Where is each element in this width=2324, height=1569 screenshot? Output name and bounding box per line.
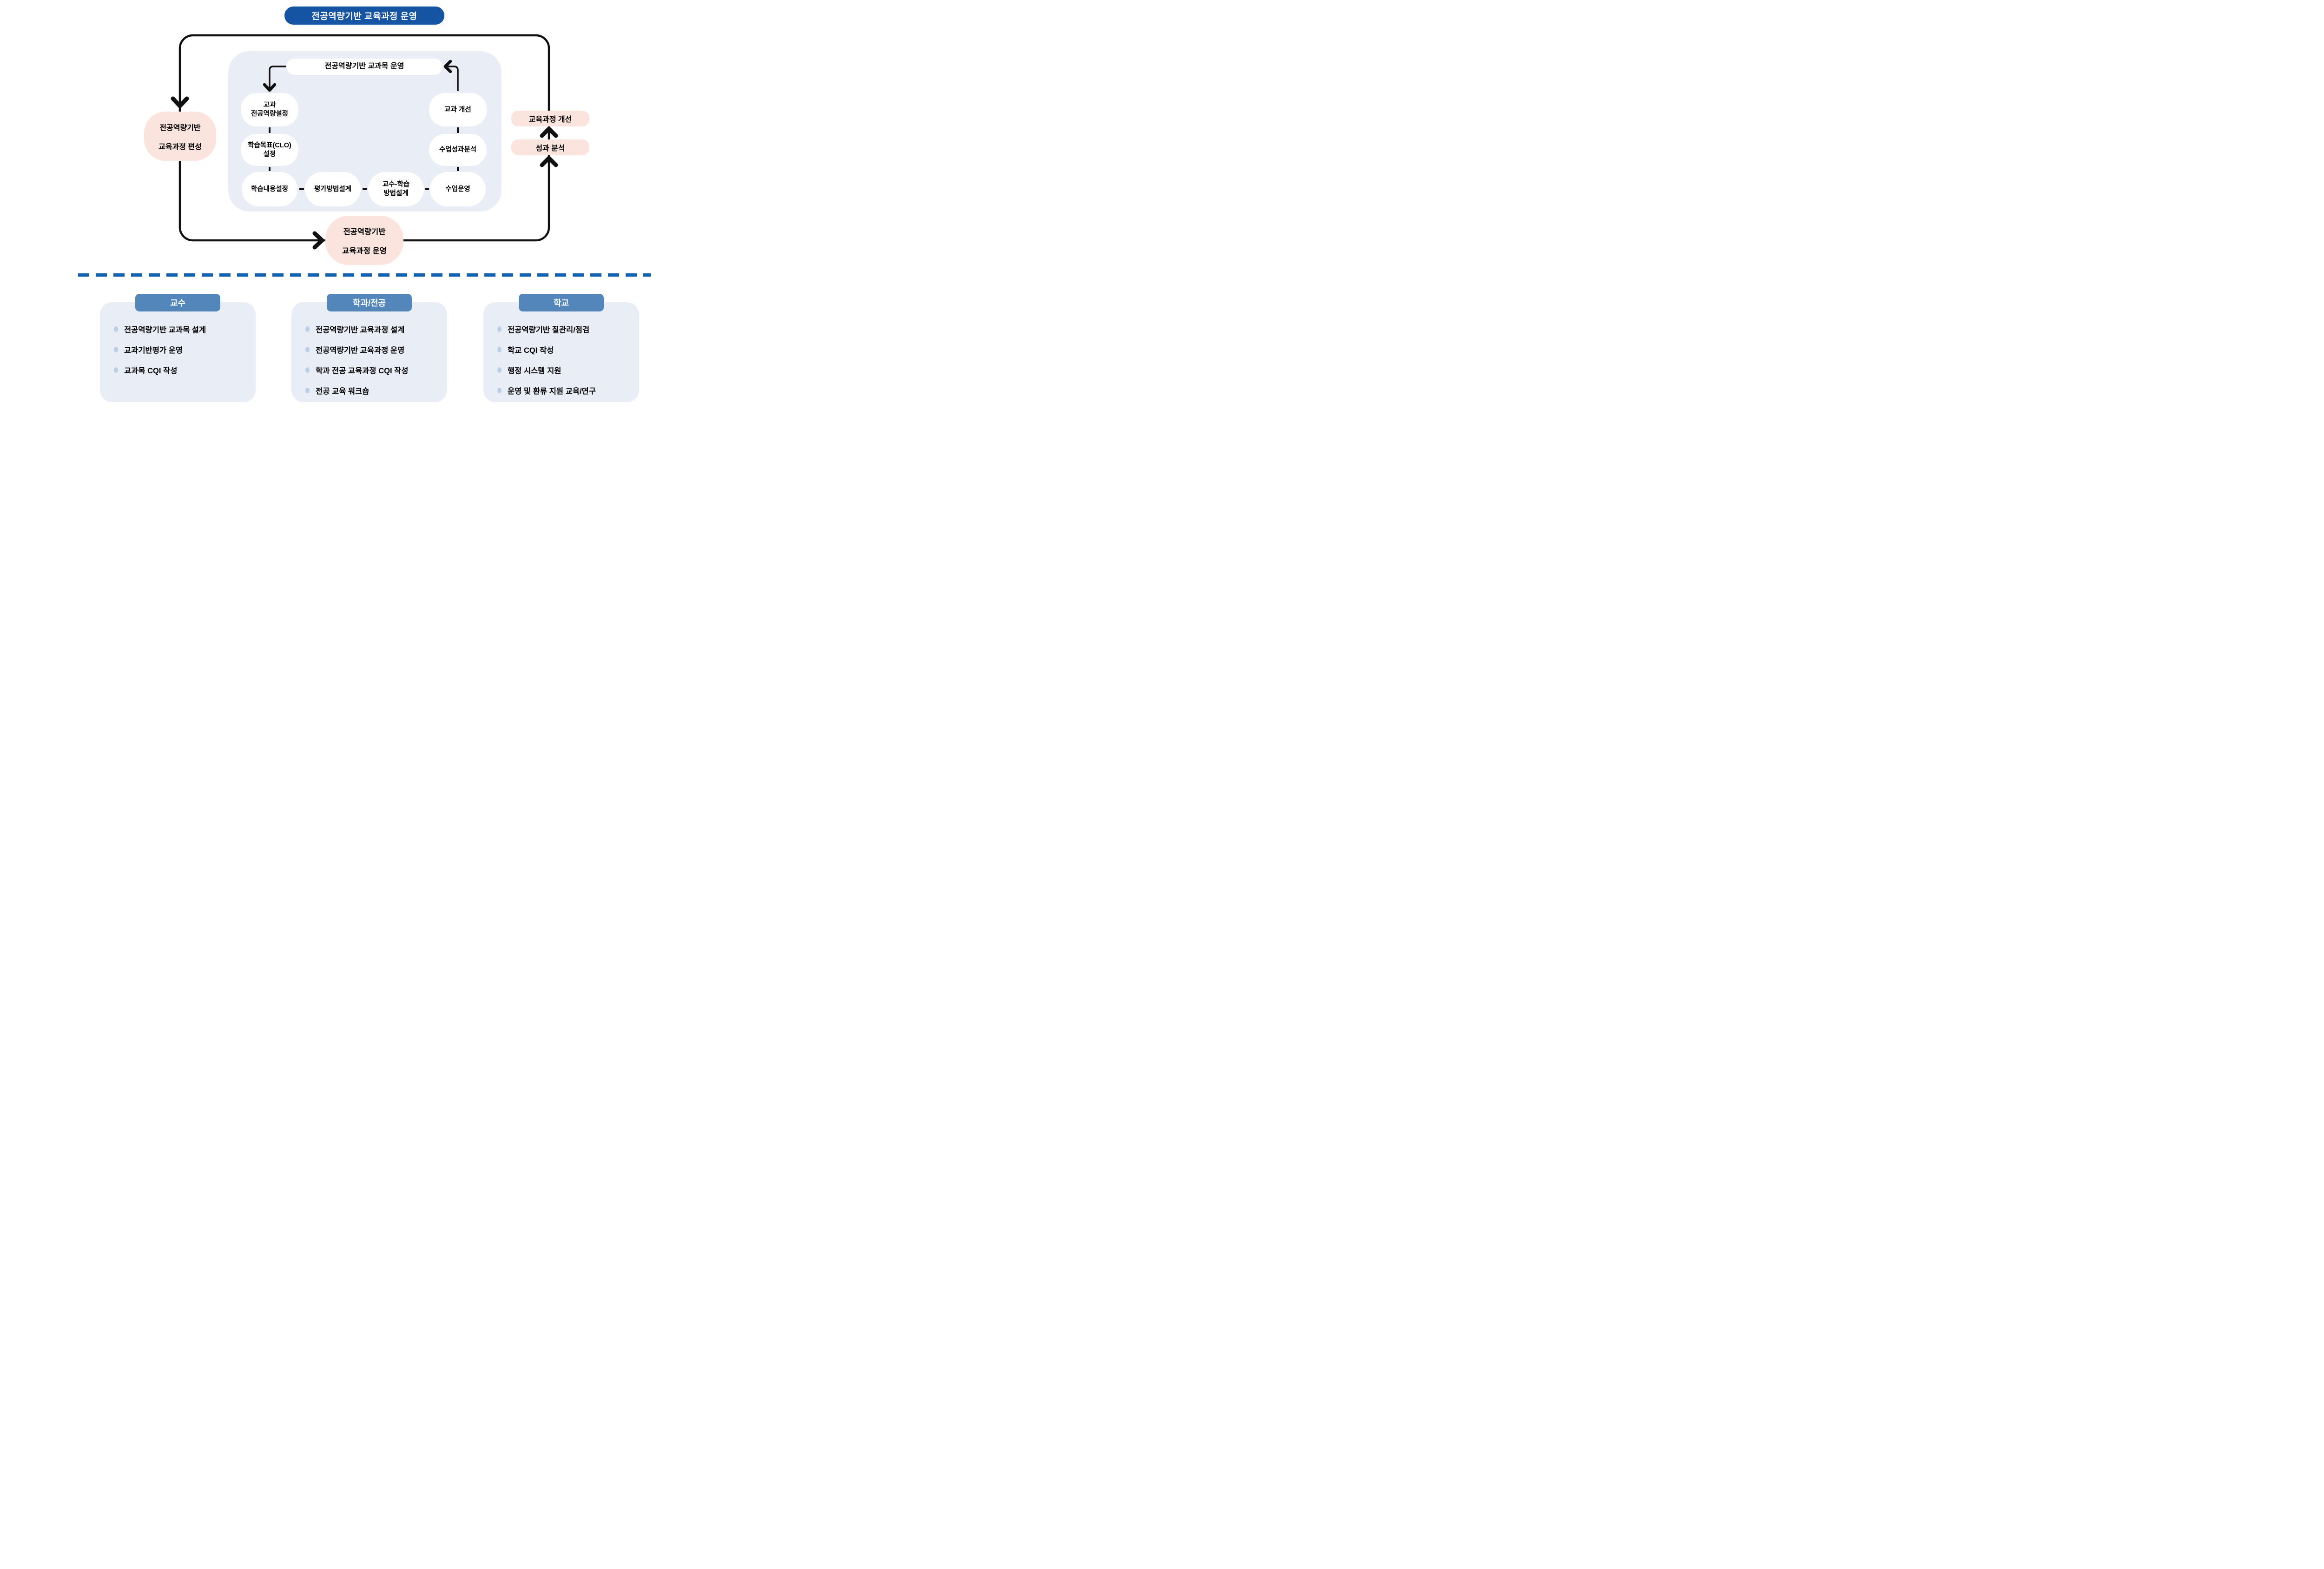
- list-item-label: 학과 전공 교육과정 CQI 작성: [316, 367, 409, 375]
- list-item: 전공역량기반 교육과정 설계: [305, 324, 439, 335]
- node-label: 전공역량설정: [251, 110, 289, 118]
- list-item: 전공역량기반 교과목 설계: [114, 324, 247, 335]
- node-assessment-design: 평가방법설계: [305, 172, 361, 206]
- card-header-professor: 교수: [135, 294, 220, 311]
- loop-label: 전공역량기반: [159, 124, 201, 132]
- loop-curriculum-operation: 전공역량기반 교육과정 운영: [325, 216, 403, 265]
- list-item: 학과 전공 교육과정 CQI 작성: [305, 364, 439, 376]
- list-item-label: 전공역량기반 질관리/점검: [508, 326, 590, 334]
- node-label: 교수-학습: [382, 181, 410, 189]
- list-item: 전공역량기반 질관리/점검: [497, 324, 631, 335]
- bullet-dot-icon: [114, 347, 118, 352]
- node-class-operation: 수업운영: [430, 172, 486, 206]
- list-item: 학교 CQI 작성: [497, 344, 631, 355]
- list-item-label: 전공역량기반 교과목 설계: [124, 326, 206, 334]
- node-label: 교과: [263, 101, 276, 109]
- loop-label: 전공역량기반: [343, 227, 386, 236]
- list-item: 행정 시스템 지원: [497, 364, 631, 376]
- list-item-label: 운영 및 환류 지원 교육/연구: [508, 387, 596, 396]
- list-item-label: 교과목 CQI 작성: [124, 367, 178, 375]
- bullet-dot-icon: [114, 326, 118, 332]
- card-professor-list: 전공역량기반 교과목 설계 교과기반평가 운영 교과목 CQI 작성: [100, 302, 256, 376]
- list-item-label: 학교 CQI 작성: [508, 346, 554, 355]
- bullet-dot-icon: [497, 367, 502, 373]
- list-item-label: 전공역량기반 교육과정 설계: [316, 326, 405, 334]
- loop-label: 교육과정 편성: [158, 143, 202, 151]
- list-item-label: 전공역량기반 교육과정 운영: [316, 346, 405, 355]
- node-outcome-analysis: 수업성과분석: [429, 134, 487, 166]
- node-course-operation-pill: 전공역량기반 교과목 운영: [286, 59, 442, 75]
- node-label: 학습목표(CLO): [248, 141, 291, 149]
- node-clo-setting: 학습목표(CLO) 설정: [241, 134, 298, 166]
- bullet-dot-icon: [305, 388, 310, 393]
- list-item: 교과기반평가 운영: [114, 344, 247, 355]
- section-divider: [78, 273, 651, 277]
- list-item: 운영 및 환류 지원 교육/연구: [497, 385, 631, 396]
- bullet-dot-icon: [497, 388, 502, 393]
- list-item: 교과목 CQI 작성: [114, 364, 247, 376]
- node-course-improvement: 교과 개선: [429, 93, 487, 126]
- card-school-list: 전공역량기반 질관리/점검 학교 CQI 작성 행정 시스템 지원 운영 및 환…: [483, 302, 639, 396]
- loop-label: 교육과정 운영: [342, 246, 387, 255]
- card-department-list: 전공역량기반 교육과정 설계 전공역량기반 교육과정 운영 학과 전공 교육과정…: [291, 302, 447, 396]
- node-learning-content: 학습내용설정: [242, 172, 297, 206]
- card-professor: 전공역량기반 교과목 설계 교과기반평가 운영 교과목 CQI 작성: [100, 302, 256, 402]
- list-item: 전공 교육 워크숍: [305, 385, 439, 396]
- diagram-canvas: 전공역량기반 교육과정 운영 전공역량기반 교과목 운영 교과 전공역량설정 학…: [0, 0, 729, 410]
- card-header-school: 학교: [519, 294, 604, 311]
- arrow-down-icon: [171, 96, 189, 108]
- node-label: 방법설계: [383, 190, 409, 197]
- node-label: 설정: [263, 150, 276, 158]
- arrow-up-icon: [540, 156, 558, 167]
- bullet-dot-icon: [114, 367, 118, 373]
- bullet-dot-icon: [305, 367, 310, 373]
- loop-outcome-analysis: 성과 분석: [511, 139, 589, 155]
- card-department: 전공역량기반 교육과정 설계 전공역량기반 교육과정 운영 학과 전공 교육과정…: [291, 302, 447, 402]
- bullet-dot-icon: [497, 326, 502, 332]
- loop-curriculum-improvement: 교육과정 개선: [511, 111, 589, 126]
- card-header-department: 학과/전공: [327, 294, 412, 311]
- bullet-dot-icon: [305, 326, 310, 332]
- bullet-dot-icon: [497, 347, 502, 352]
- list-item: 전공역량기반 교육과정 운영: [305, 344, 439, 355]
- node-teaching-method: 교수-학습 방법설계: [368, 172, 424, 206]
- arrow-up-icon: [540, 126, 558, 138]
- page-title: 전공역량기반 교육과정 운영: [284, 7, 444, 25]
- list-item-label: 전공 교육 워크숍: [316, 387, 370, 396]
- list-item-label: 행정 시스템 지원: [508, 367, 561, 375]
- list-item-label: 교과기반평가 운영: [124, 346, 183, 355]
- card-school: 전공역량기반 질관리/점검 학교 CQI 작성 행정 시스템 지원 운영 및 환…: [483, 302, 639, 402]
- arrow-right-icon: [312, 231, 324, 250]
- bullet-dot-icon: [305, 347, 310, 352]
- node-course-competency: 교과 전공역량설정: [241, 93, 298, 126]
- loop-curriculum-organization: 전공역량기반 교육과정 편성: [144, 112, 216, 161]
